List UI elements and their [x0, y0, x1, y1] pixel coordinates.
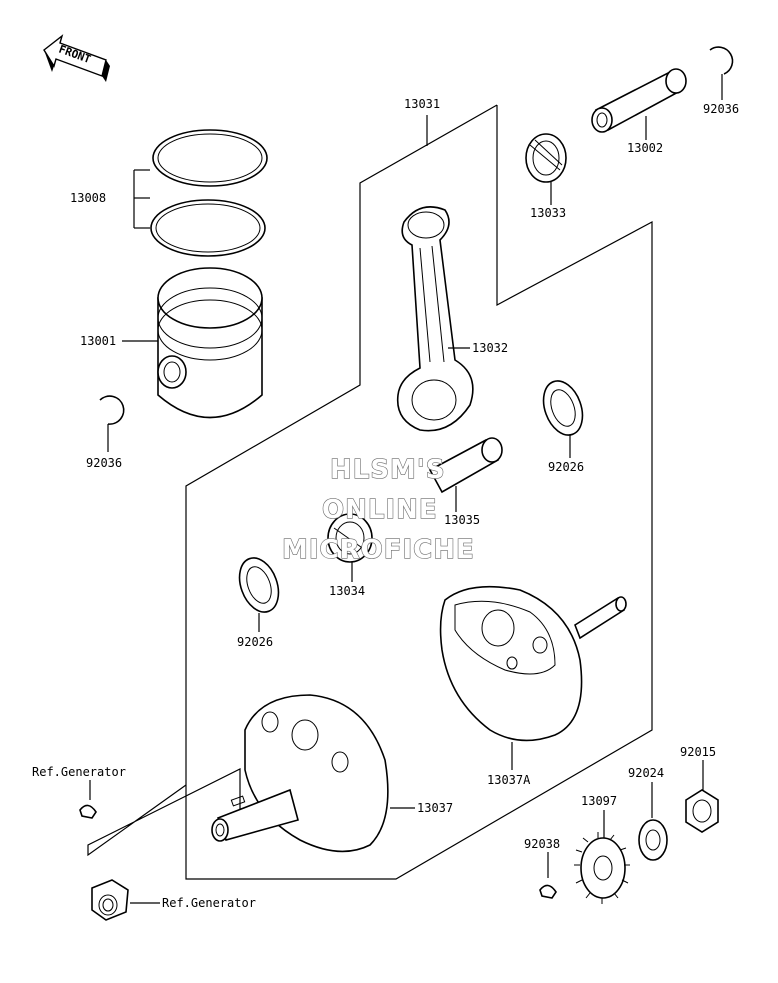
label-92024: 92024	[628, 766, 664, 780]
label-92038: 92038	[524, 837, 560, 851]
label-92026-right: 92026	[548, 460, 584, 474]
needle-bearing-top	[525, 133, 567, 183]
assembly-frame	[185, 104, 653, 880]
label-92036-left: 92036	[86, 456, 122, 470]
thrust-washer-left	[238, 557, 280, 613]
label-13037A: 13037A	[487, 773, 531, 787]
label-13097: 13097	[581, 794, 617, 808]
label-13034: 13034	[329, 584, 365, 598]
label-13002: 13002	[627, 141, 663, 155]
connecting-rod	[396, 206, 474, 432]
circlip-left	[99, 395, 125, 425]
circlip-top	[709, 46, 734, 75]
crank-pin	[428, 437, 503, 494]
lock-washer	[638, 819, 668, 861]
watermark-line3: MICROFICHE	[282, 535, 475, 565]
label-13001: 13001	[80, 334, 116, 348]
woodruff-key-right	[539, 884, 557, 899]
label-13035: 13035	[444, 513, 480, 527]
piston-pin	[591, 68, 687, 133]
label-92026-left: 92026	[237, 635, 273, 649]
ref-generator-top-label: Ref.Generator	[32, 765, 126, 779]
label-92036-top: 92036	[703, 102, 739, 116]
label-13032: 13032	[472, 341, 508, 355]
label-13033: 13033	[530, 206, 566, 220]
piston-rings	[150, 129, 268, 257]
thrust-washer-right	[542, 380, 584, 436]
crankshaft-left-half	[211, 694, 389, 853]
piston	[157, 267, 263, 419]
front-arrow-icon: FRONT	[43, 34, 110, 82]
woodruff-key-left	[79, 804, 97, 819]
watermark-line2: ONLINE	[322, 495, 438, 525]
label-92015: 92015	[680, 745, 716, 759]
flange-nut	[91, 879, 129, 921]
needle-bearing-lower	[327, 513, 373, 563]
watermark-line1: HLSM'S	[330, 455, 446, 485]
ref-generator-bottom-label: Ref.Generator	[162, 896, 256, 910]
crank-gear	[574, 832, 630, 904]
label-13008: 13008	[70, 191, 106, 205]
label-13031: 13031	[404, 97, 440, 111]
hex-nut	[685, 789, 719, 833]
ref-generator-frame	[87, 768, 241, 857]
label-13037: 13037	[417, 801, 453, 815]
crankshaft-right-half	[439, 585, 627, 742]
